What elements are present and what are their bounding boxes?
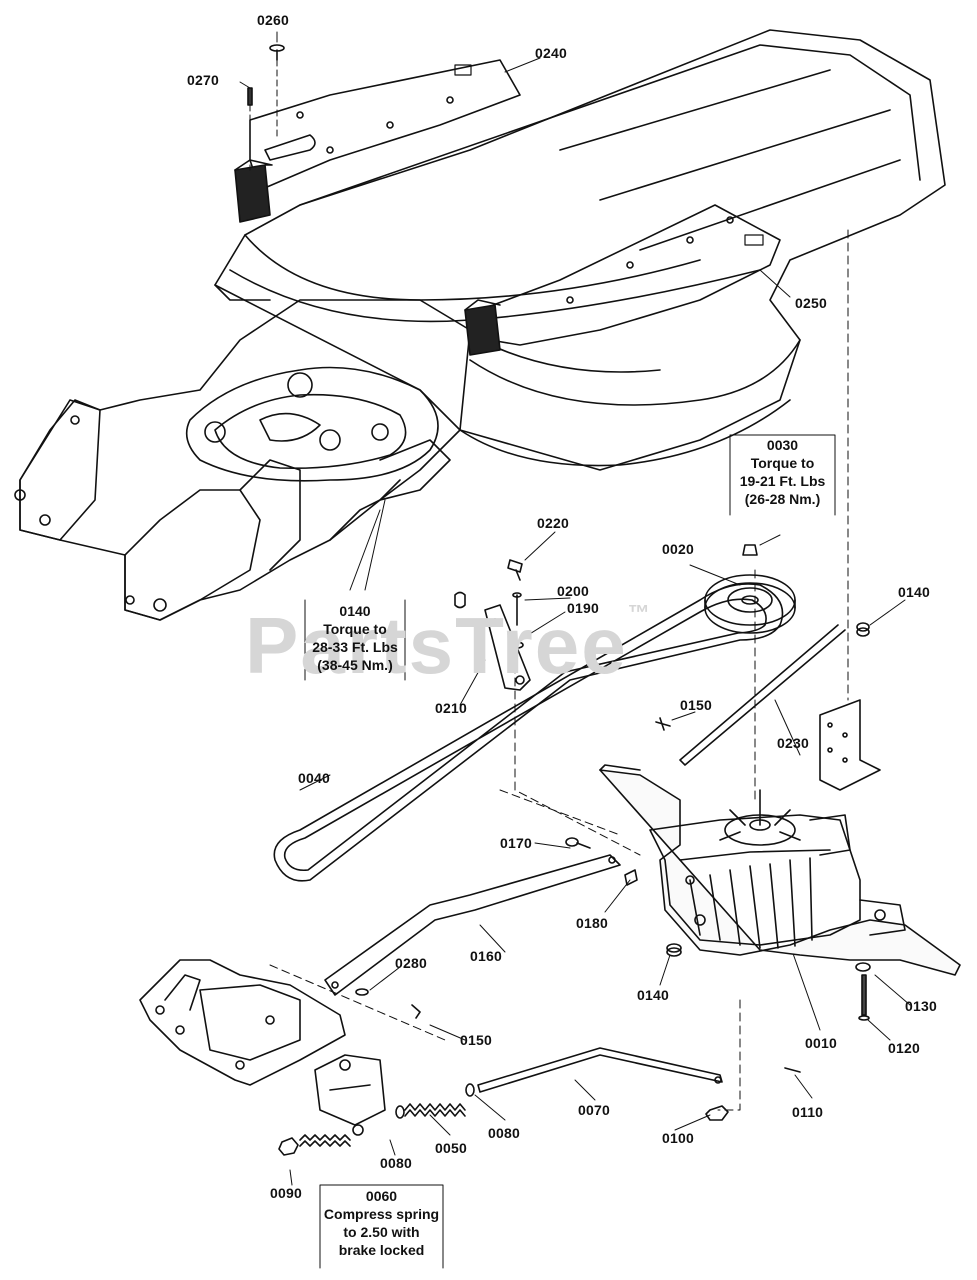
label-0070: 0070	[578, 1102, 610, 1118]
label-0250: 0250	[795, 295, 827, 311]
nut-0100	[705, 1105, 729, 1121]
mount-bracket-right	[819, 699, 881, 791]
label-0140-right: 0140	[898, 584, 930, 600]
bolt-0270	[247, 87, 253, 171]
screw-0260	[269, 44, 285, 141]
brake-bracket	[314, 1054, 386, 1126]
spring-0060	[299, 1134, 351, 1147]
bumper-right	[464, 299, 501, 356]
washer-0130	[855, 962, 871, 972]
label-0020: 0020	[662, 541, 694, 557]
pulley-0020	[704, 544, 796, 634]
transmission-0010	[599, 764, 961, 976]
label-0230: 0230	[777, 735, 809, 751]
plate-0240	[249, 59, 521, 191]
spring-0050	[404, 1103, 466, 1117]
chassis-frame	[14, 29, 946, 621]
bolt-0200	[512, 592, 522, 626]
bolt-0170	[565, 837, 591, 849]
label-0270: 0270	[187, 72, 219, 88]
label-0280: 0280	[395, 955, 427, 971]
lever-0160	[324, 854, 621, 996]
label-0120: 0120	[888, 1040, 920, 1056]
pin-0150-upper	[655, 717, 671, 731]
label-0150-upper: 0150	[680, 697, 712, 713]
bolt-0120	[858, 974, 870, 1021]
clip-0180	[624, 869, 638, 886]
label-0100: 0100	[662, 1130, 694, 1146]
label-0180: 0180	[576, 915, 608, 931]
plate-0250	[479, 204, 781, 346]
pedal-bracket	[139, 959, 346, 1086]
note-box-borders	[304, 434, 836, 1269]
label-0170: 0170	[500, 835, 532, 851]
rod-0070	[477, 1047, 723, 1093]
rod-0230	[679, 624, 846, 766]
label-0190: 0190	[567, 600, 599, 616]
label-0140-lower: 0140	[637, 987, 669, 1003]
washer-0080-right	[465, 1083, 475, 1097]
label-0200: 0200	[557, 583, 589, 599]
label-0080-right: 0080	[488, 1125, 520, 1141]
washer-0280	[355, 988, 369, 996]
note-0060-spring: 0060 Compress spring to 2.50 with brake …	[323, 1188, 440, 1258]
label-0110: 0110	[792, 1104, 824, 1120]
nut-0140-right	[856, 622, 870, 637]
label-0130: 0130	[905, 998, 937, 1014]
note-0140-torque: 0140 Torque to 28-33 Ft. Lbs (38-45 Nm.)	[312, 603, 398, 673]
nut-0140-lower	[666, 943, 682, 957]
bumper-left	[234, 159, 273, 223]
label-0220: 0220	[537, 515, 569, 531]
nut-0090	[278, 1137, 299, 1156]
label-0080-left: 0080	[380, 1155, 412, 1171]
washer-0080-left	[352, 1105, 405, 1136]
pin-0110	[784, 1067, 801, 1073]
label-0240: 0240	[535, 45, 567, 61]
washer-0140-top	[454, 591, 466, 609]
belt-0040	[273, 583, 784, 882]
leader-lines	[239, 31, 911, 1186]
watermark: PartsTree™	[245, 600, 652, 690]
label-0010: 0010	[805, 1035, 837, 1051]
pin-0150-lower	[411, 1004, 421, 1019]
label-0160: 0160	[470, 948, 502, 964]
label-0150-lower: 0150	[460, 1032, 492, 1048]
label-0050: 0050	[435, 1140, 467, 1156]
bracket-0210	[484, 604, 531, 691]
washer-0190	[510, 641, 524, 649]
label-0040: 0040	[298, 770, 330, 786]
label-0210: 0210	[435, 700, 467, 716]
label-0090: 0090	[270, 1185, 302, 1201]
label-0260: 0260	[257, 12, 289, 28]
note-0030-torque: 0030 Torque to 19-21 Ft. Lbs (26-28 Nm.)	[739, 437, 826, 507]
bolt-0220	[507, 559, 523, 581]
